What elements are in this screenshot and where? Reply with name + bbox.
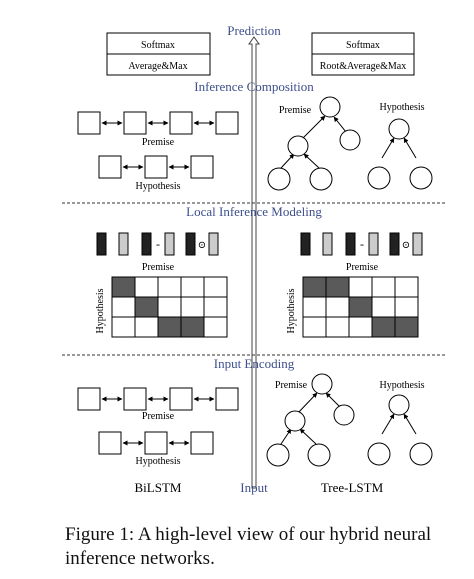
left-softmax-box: Softmax Average&Max <box>106 32 211 76</box>
composition-hypothesis-tree <box>367 118 433 190</box>
matrix-cell <box>348 276 373 298</box>
matrix-cell <box>302 316 327 338</box>
matrix-cell <box>394 276 419 298</box>
matrix-cell <box>157 316 182 338</box>
matrix-cell <box>325 276 350 298</box>
right-odot-symbol: ⊙ <box>402 240 410 251</box>
matrix-cell <box>371 276 396 298</box>
hybrid-network-diagram: Prediction Softmax Average&Max Softmax R… <box>62 23 446 495</box>
input-label: Input <box>240 480 268 495</box>
matrix-cell <box>111 276 136 298</box>
matrix-cell <box>134 276 159 298</box>
matrix-cell <box>394 316 419 338</box>
left-attention-matrix <box>111 276 228 338</box>
matrix-cell <box>157 276 182 298</box>
composition-bilstm-hypothesis <box>98 155 214 179</box>
encoding-premise-tree <box>266 373 355 467</box>
matrix-cell <box>180 296 205 318</box>
encoding-hypothesis-label: Hypothesis <box>136 456 181 467</box>
left-pooling-label: Average&Max <box>128 61 187 72</box>
matrix-cell <box>134 296 159 318</box>
right-softmax-label: Softmax <box>346 40 380 51</box>
prediction-label: Prediction <box>227 23 281 38</box>
right-minus-symbol: - <box>360 237 364 251</box>
matrix-cell <box>371 296 396 318</box>
encoding-bilstm-hypothesis <box>98 431 214 455</box>
composition-bilstm-premise <box>77 111 239 135</box>
composition-hypothesis-label: Hypothesis <box>136 181 181 192</box>
figure-caption: Figure 1: A high-level view of our hybri… <box>65 524 432 569</box>
local-inference-label: Local Inference Modeling <box>186 204 322 219</box>
matrix-cell <box>180 316 205 338</box>
left-matrix-hypothesis-label: Hypothesis <box>95 288 106 333</box>
matrix-cell <box>371 316 396 338</box>
tree-lstm-label: Tree-LSTM <box>321 480 384 495</box>
matrix-cell <box>302 296 327 318</box>
input-encoding-label: Input Encoding <box>214 356 295 371</box>
matrix-cell <box>348 316 373 338</box>
matrix-cell <box>203 276 228 298</box>
right-matrix-hypothesis-label: Hypothesis <box>286 288 297 333</box>
inference-composition-label: Inference Composition <box>194 79 314 94</box>
left-minus-symbol: - <box>156 237 160 251</box>
right-attention-matrix <box>302 276 419 338</box>
main-flow-arrow <box>248 36 260 489</box>
matrix-cell <box>325 296 350 318</box>
encoding-bilstm-premise <box>77 387 239 411</box>
encoding-hypothesis-tree <box>367 394 433 466</box>
encoding-tree-premise-label: Premise <box>275 380 308 391</box>
matrix-cell <box>180 276 205 298</box>
left-enhancement-vectors: - ⊙ <box>96 232 219 256</box>
matrix-cell <box>111 296 136 318</box>
matrix-cell <box>134 316 159 338</box>
left-matrix-premise-label: Premise <box>142 262 175 273</box>
composition-premise-label: Premise <box>142 137 175 148</box>
right-matrix-premise-label: Premise <box>346 262 379 273</box>
right-pooling-label: Root&Average&Max <box>320 61 406 72</box>
left-softmax-label: Softmax <box>141 40 175 51</box>
left-odot-symbol: ⊙ <box>198 240 206 251</box>
matrix-cell <box>157 296 182 318</box>
composition-premise-tree <box>267 96 361 191</box>
encoding-tree-hypothesis-label: Hypothesis <box>380 380 425 391</box>
matrix-cell <box>348 296 373 318</box>
right-enhancement-vectors: - ⊙ <box>300 232 423 256</box>
bilstm-label: BiLSTM <box>135 480 182 495</box>
matrix-cell <box>111 316 136 338</box>
matrix-cell <box>203 316 228 338</box>
composition-tree-hypothesis-label: Hypothesis <box>380 102 425 113</box>
matrix-cell <box>394 296 419 318</box>
matrix-cell <box>302 276 327 298</box>
matrix-cell <box>203 296 228 318</box>
matrix-cell <box>325 316 350 338</box>
encoding-premise-label: Premise <box>142 411 175 422</box>
right-softmax-box: Softmax Root&Average&Max <box>311 32 415 76</box>
composition-tree-premise-label: Premise <box>279 105 312 116</box>
